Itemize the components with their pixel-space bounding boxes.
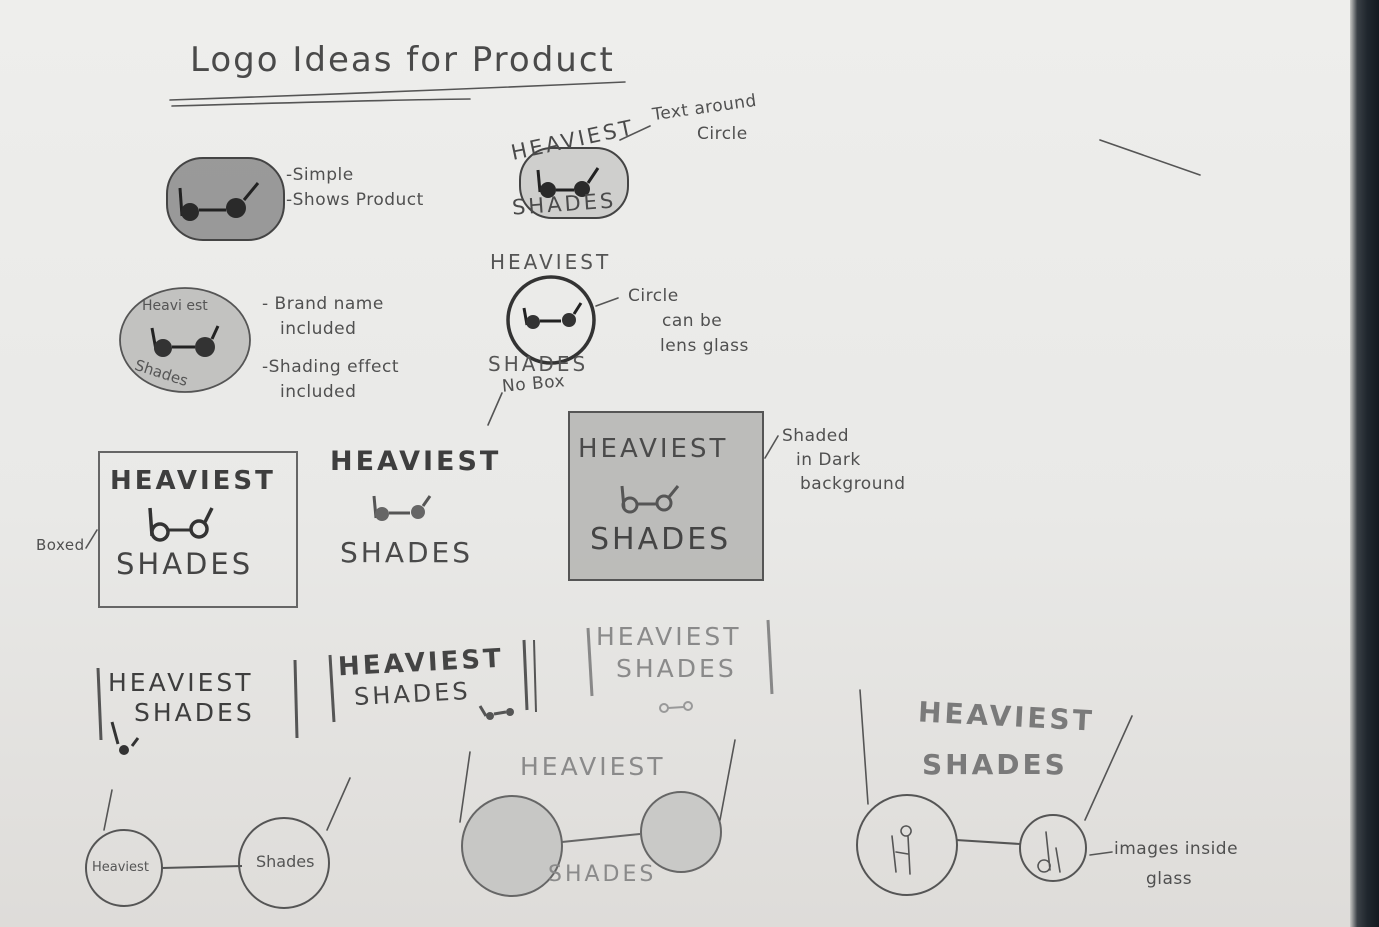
row4c-word1: HEAVIEST <box>596 622 742 651</box>
frame1-right-text: Shades <box>256 852 315 871</box>
sketch3-circle-badge <box>119 287 251 393</box>
sketch7-glasses-icon <box>620 485 680 514</box>
note-lens-line3: lens glass <box>660 336 749 356</box>
sketch5-word1: HEAVIEST <box>110 466 276 496</box>
note-shaded-line3: background <box>800 474 906 494</box>
note-images-inside: images inside glass <box>1114 834 1238 894</box>
note-simple-line1: -Simple <box>286 165 354 185</box>
sketch6-word1: HEAVIEST <box>330 446 502 477</box>
frame2-word2: SHADES <box>548 862 657 887</box>
note-brand-line4: included <box>280 382 357 402</box>
sketch1-shaded-tile <box>166 157 285 241</box>
note-images-line2: glass <box>1146 869 1193 889</box>
note-circle-lens: Circle can be lens glass <box>628 284 749 359</box>
row4-bars <box>96 619 774 741</box>
frame3-word2: SHADES <box>922 748 1068 781</box>
row4a-word1: HEAVIEST <box>108 668 254 697</box>
sketch5-box <box>98 451 298 608</box>
sketch-glasses-frame-2 <box>459 739 736 897</box>
note-lens-line1: Circle <box>628 286 679 306</box>
note-shaded-line2: in Dark <box>796 450 861 470</box>
note-brand-line3: -Shading effect <box>262 357 400 377</box>
note-lens-line2: can be <box>662 311 723 331</box>
note-text-around-line2: Circle <box>697 124 748 144</box>
sketch4-glasses-icon <box>522 302 583 329</box>
row4-glasses-icons <box>110 701 693 755</box>
sketch6-word2: SHADES <box>340 536 474 569</box>
title-underline <box>169 81 626 101</box>
note-brand-name: - Brand name included -Shading effect in… <box>262 292 399 405</box>
sketch2-glasses-icon <box>536 167 600 198</box>
sketch4-lens-circle <box>506 275 596 365</box>
note-simple: -Simple -Shows Product <box>286 163 424 213</box>
sketch-glasses-frame-1 <box>85 777 351 909</box>
sketch5-word2: SHADES <box>116 547 254 581</box>
note-shaded-dark: Shaded in Dark background <box>782 424 906 496</box>
note-boxed: Boxed <box>36 536 85 554</box>
note-shaded-line1: Shaded <box>782 426 850 446</box>
page-title: Logo Ideas for Product <box>190 40 615 80</box>
sketch5-glasses-icon <box>148 507 214 542</box>
sketch7-word2: SHADES <box>590 522 732 557</box>
frame1-left-text: Heaviest <box>92 860 149 875</box>
sketch1-glasses-icon <box>178 182 260 221</box>
frame2-word1: HEAVIEST <box>520 752 666 781</box>
sketch4-bottom-text: SHADES <box>488 352 589 376</box>
note-brand-line1: - Brand name <box>262 294 384 314</box>
sketch3-glasses-icon <box>150 325 220 357</box>
sketch4-top-text: HEAVIEST <box>490 250 612 274</box>
sketch3-top-text: Heavi est <box>142 298 208 314</box>
sketch-glasses-frame-3 <box>856 689 1133 896</box>
sketch2-rounded-badge <box>519 147 629 219</box>
note-brand-line2: included <box>280 319 357 339</box>
sketchbook-binding <box>1350 0 1379 927</box>
row4a-word2: SHADES <box>134 698 255 727</box>
note-images-line1: images inside <box>1114 839 1239 859</box>
row4c-word2: SHADES <box>616 654 737 683</box>
sketch7-word1: HEAVIEST <box>578 434 729 464</box>
frame3-lens-figure <box>891 825 912 875</box>
frame3-lens-guitar <box>1037 831 1061 873</box>
note-simple-line2: -Shows Product <box>286 190 424 210</box>
sketch6-glasses-icon <box>372 495 432 521</box>
